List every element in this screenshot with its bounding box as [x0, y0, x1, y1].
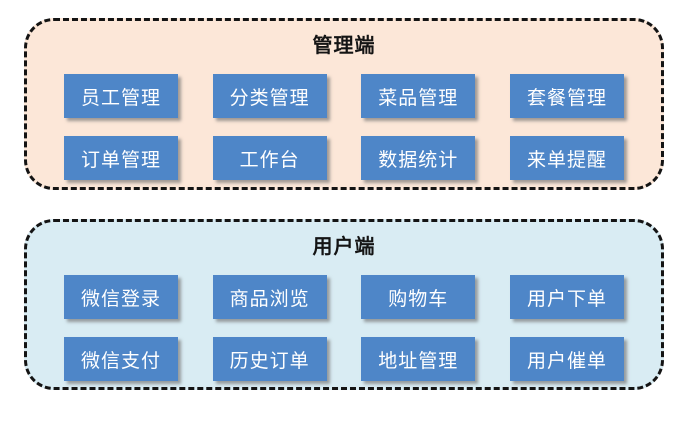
user-panel-title: 用户端 — [312, 236, 376, 258]
admin-panel-title: 管理端 — [312, 35, 376, 57]
node-wechat-login: 微信登录 — [64, 275, 178, 319]
node-order-management: 订单管理 — [64, 136, 178, 180]
node-data-statistics: 数据统计 — [361, 136, 476, 180]
admin-panel: 管理端 员工管理 分类管理 菜品管理 套餐管理 订单管理 工作台 数据统计 来单… — [24, 18, 664, 190]
node-employee-management: 员工管理 — [64, 74, 178, 118]
node-order-history: 历史订单 — [212, 337, 327, 381]
node-category-management: 分类管理 — [212, 74, 327, 118]
node-user-urge-order: 用户催单 — [509, 337, 624, 381]
node-workbench: 工作台 — [212, 136, 327, 180]
user-node-grid: 微信登录 商品浏览 购物车 用户下单 微信支付 历史订单 地址管理 用户催单 — [64, 275, 624, 381]
node-shopping-cart: 购物车 — [361, 275, 476, 319]
node-dish-management: 菜品管理 — [361, 74, 476, 118]
node-user-place-order: 用户下单 — [509, 275, 624, 319]
node-wechat-pay: 微信支付 — [64, 337, 178, 381]
node-order-reminder: 来单提醒 — [509, 136, 624, 180]
node-setmeal-management: 套餐管理 — [509, 74, 624, 118]
node-product-browsing: 商品浏览 — [212, 275, 327, 319]
node-address-management: 地址管理 — [361, 337, 476, 381]
admin-node-grid: 员工管理 分类管理 菜品管理 套餐管理 订单管理 工作台 数据统计 来单提醒 — [64, 74, 624, 180]
user-panel: 用户端 微信登录 商品浏览 购物车 用户下单 微信支付 历史订单 地址管理 用户… — [24, 219, 664, 390]
